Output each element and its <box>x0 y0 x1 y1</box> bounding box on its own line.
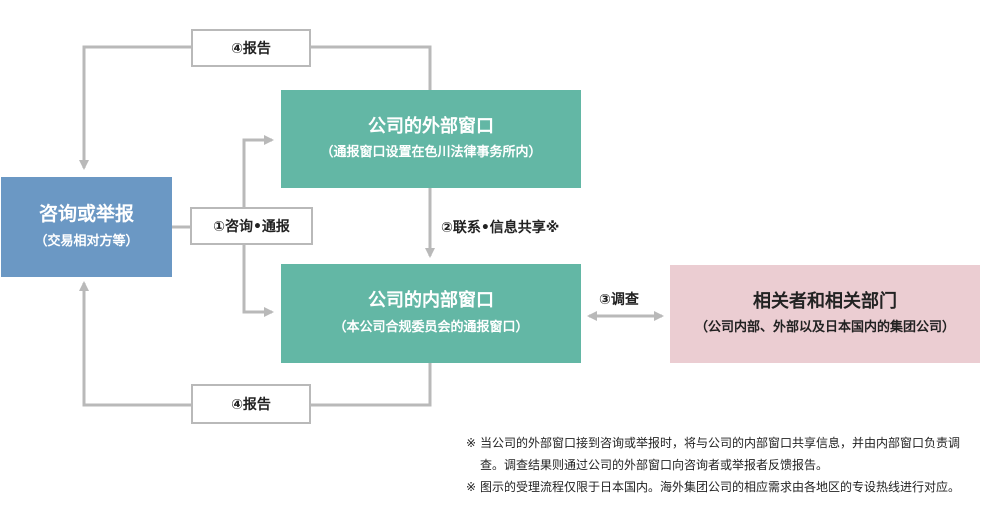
footnote-text: 当公司的外部窗口接到咨询或举报时，将与公司的内部窗口共享信息，并由内部窗口负责调… <box>480 436 961 472</box>
external-desk-subtitle: （通报窗口设置在色川法律事务所内） <box>320 145 542 161</box>
investigate-label: ③调查 <box>599 292 639 308</box>
consult-to-external-connector <box>242 135 274 227</box>
footnote-text: 图示的受理流程仅限于日本国内。海外集团公司的相应需求由各地区的专设热线进行对应。 <box>480 480 961 494</box>
internal-desk-subtitle: （本公司合规委员会的通报窗口） <box>333 319 529 335</box>
consult-report-label: ①咨询•通报 <box>190 207 313 245</box>
contact-share-label: ②联系•信息共享※ <box>441 220 560 236</box>
related-depts-title: 相关者和相关部门 <box>753 290 897 312</box>
external-desk-title: 公司的外部窗口 <box>368 115 494 137</box>
reporter-subtitle: （交易相对方等） <box>34 233 139 249</box>
reporter-title: 咨询或举报 <box>38 203 134 226</box>
footnote-mark: ※ <box>466 480 477 494</box>
related-depts-box: 相关者和相关部门 （公司内部、外部以及日本国内的集团公司） <box>670 265 980 363</box>
consult-to-internal-connector <box>242 227 274 317</box>
related-depts-subtitle: （公司内部、外部以及日本国内的集团公司） <box>694 320 955 336</box>
internal-desk-box: 公司的内部窗口 （本公司合规委员会的通报窗口） <box>281 264 581 363</box>
footnote: ※ 当公司的外部窗口接到咨询或举报时，将与公司的内部窗口共享信息，并由内部窗口负… <box>466 432 976 476</box>
footnote: ※ 图示的受理流程仅限于日本国内。海外集团公司的相应需求由各地区的专设热线进行对… <box>466 476 976 498</box>
reporter-box: 咨询或举报 （交易相对方等） <box>1 177 172 277</box>
internal-desk-title: 公司的内部窗口 <box>368 290 494 312</box>
report-bottom-label: ④报告 <box>191 384 311 424</box>
footnotes: ※ 当公司的外部窗口接到咨询或举报时，将与公司的内部窗口共享信息，并由内部窗口负… <box>466 432 976 498</box>
external-desk-box: 公司的外部窗口 （通报窗口设置在色川法律事务所内） <box>281 90 581 188</box>
footnote-mark: ※ <box>466 436 477 450</box>
report-top-label: ④报告 <box>191 29 311 67</box>
